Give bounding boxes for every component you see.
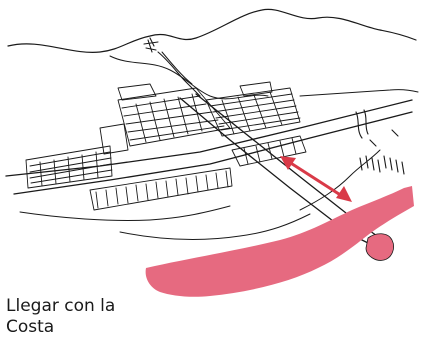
- terrain-line-left: [19, 205, 231, 222]
- caption: Llegar con la Costa: [6, 296, 186, 338]
- main-avenue-bottom: [13, 111, 413, 195]
- tree-icon: [143, 37, 159, 53]
- mountain-ridge: [7, 8, 417, 53]
- city-block-lower-right: [231, 135, 307, 167]
- city-block-right: [205, 81, 301, 137]
- coast-water: [145, 186, 414, 297]
- caption-line-2: Costa: [6, 317, 55, 337]
- arrow-icon: [280, 156, 352, 202]
- hill-road-edge: [161, 51, 193, 85]
- city-block-left: [25, 145, 113, 189]
- hill-road: [157, 51, 201, 97]
- mountain-ridge-secondary: [109, 55, 269, 100]
- coast-point: [365, 233, 394, 261]
- terrain-line-bottom: [119, 213, 311, 240]
- far-shore: [299, 89, 419, 97]
- terrain-line-right: [299, 149, 381, 211]
- caption-line-1: Llegar con la: [6, 296, 116, 316]
- city-block-center: [99, 83, 231, 155]
- city-block-lower-left: [89, 167, 233, 211]
